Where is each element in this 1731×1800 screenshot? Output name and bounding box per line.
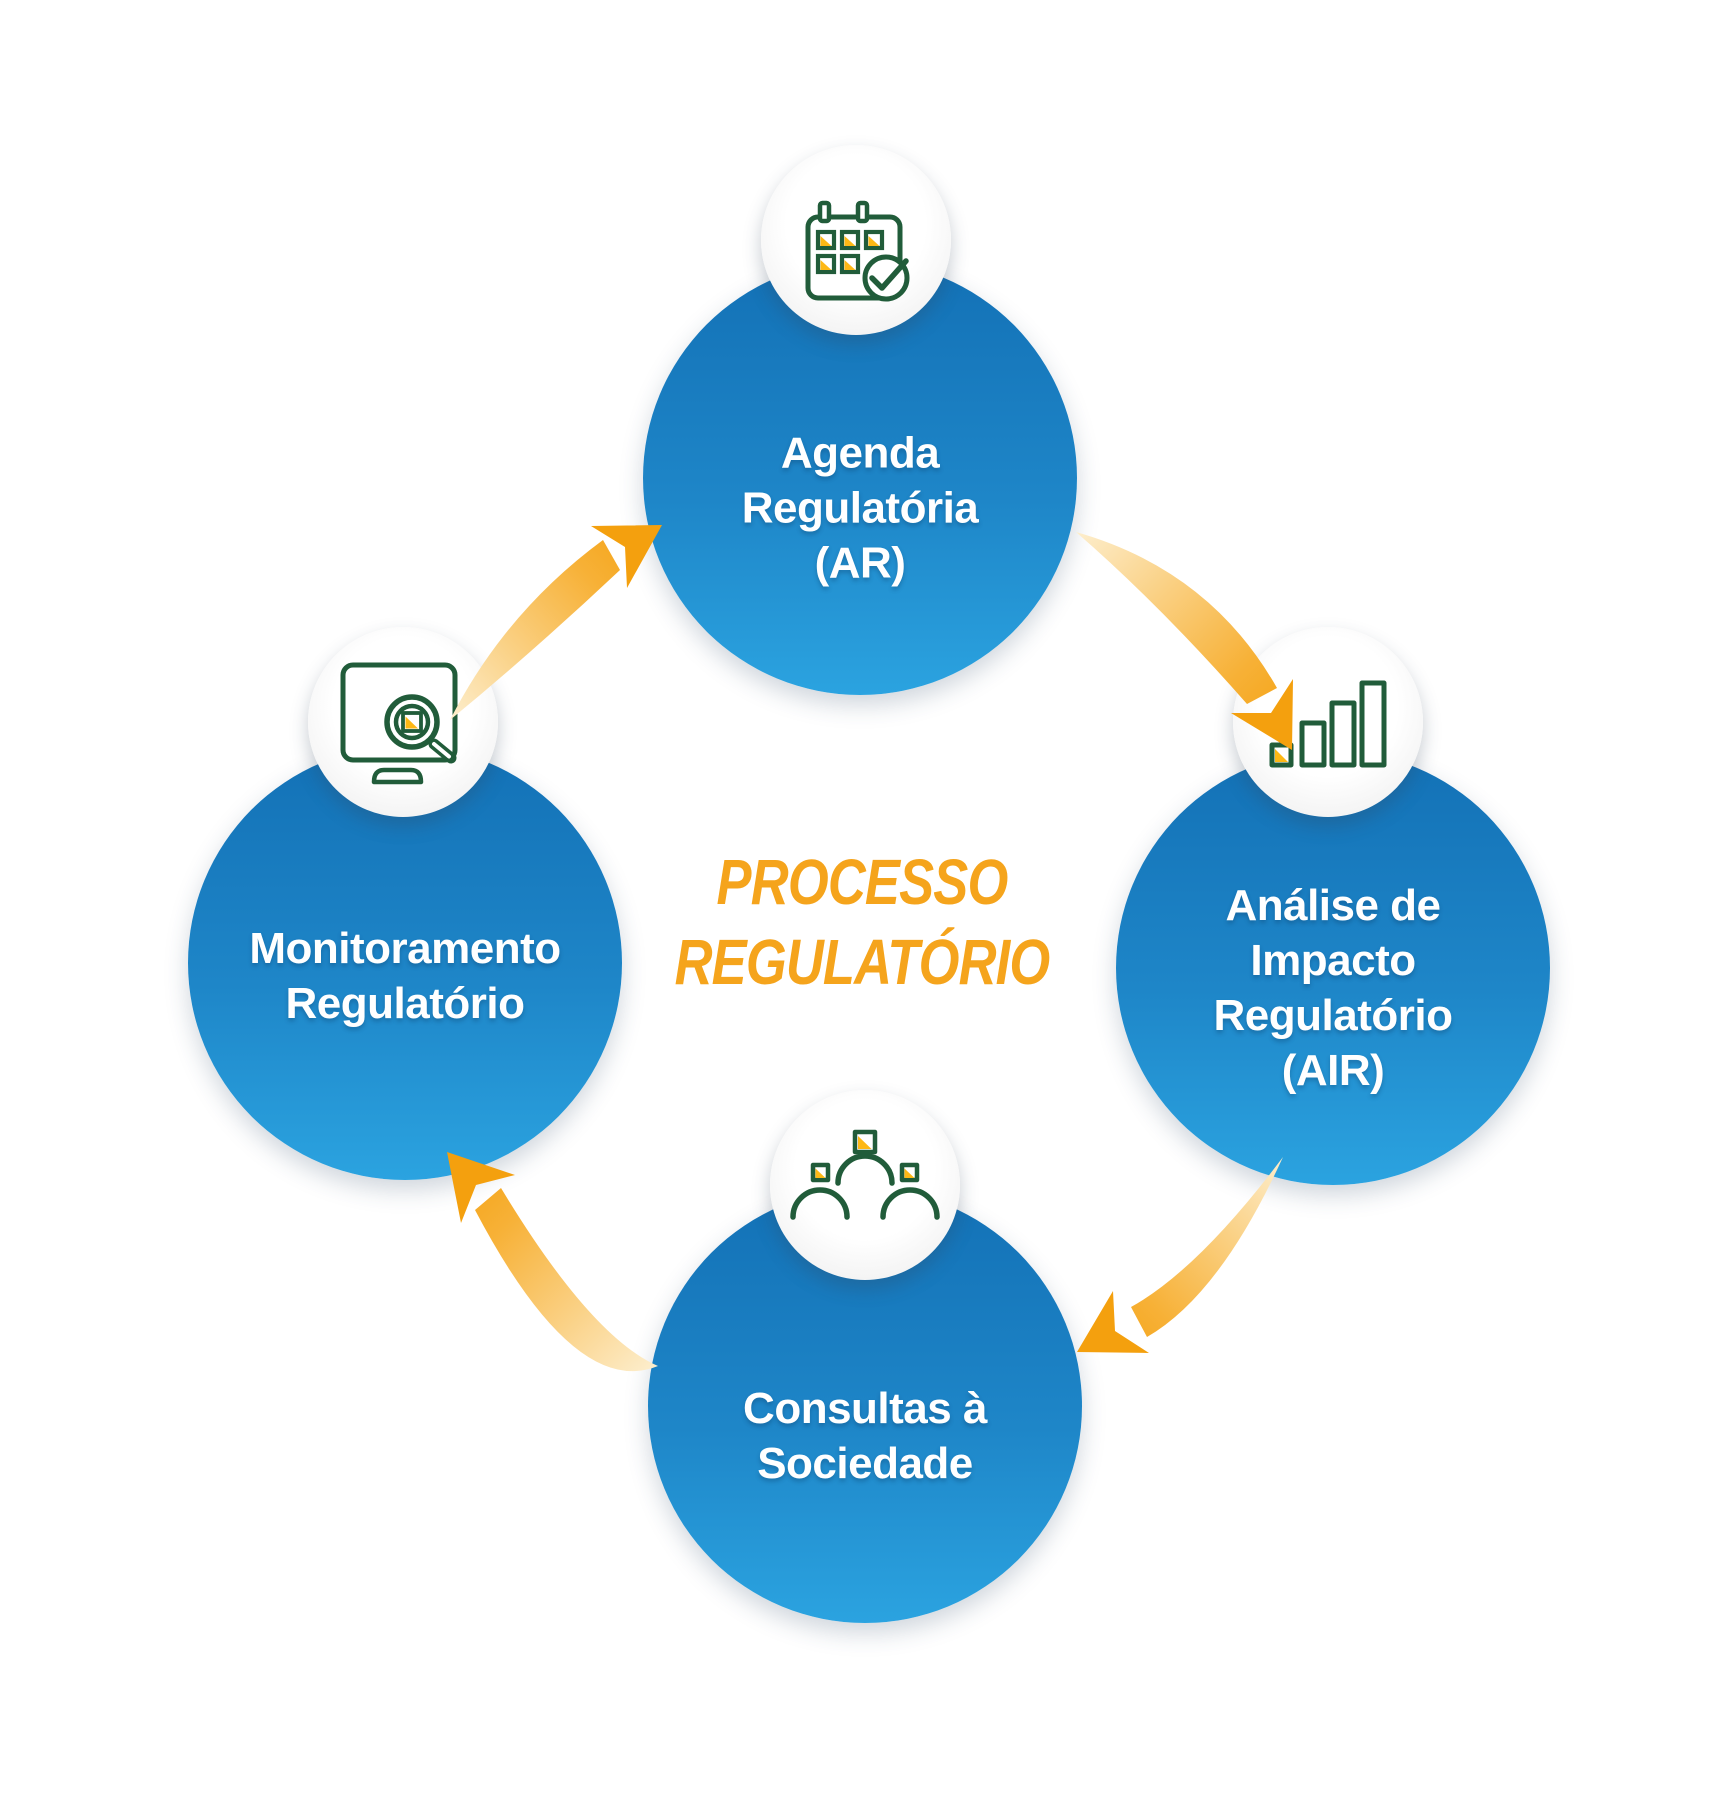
consultas-label: Consultas à Sociedade — [743, 1381, 987, 1491]
diagram-title-line2: REGULATÓRIO — [674, 926, 1051, 998]
analise-label: Análise de Impacto Regulatório (AIR) — [1214, 878, 1453, 1098]
node-monitoramento — [188, 746, 622, 1180]
analise-badge — [1233, 627, 1423, 817]
diagram-title-line1: PROCESSO — [716, 846, 1009, 918]
analise-label-line: (AIR) — [1281, 1046, 1385, 1095]
consultas-label-line: Consultas à — [743, 1384, 987, 1433]
analise-label-line: Análise de — [1225, 881, 1441, 930]
calendar-check-icon — [805, 200, 910, 302]
monitoramento-badge — [308, 627, 498, 817]
agenda-label-line: Regulatória — [741, 483, 979, 533]
arrow-consultas-to-monitoramento — [447, 1152, 658, 1372]
agenda-label: Agenda Regulatória (AR) — [742, 426, 979, 591]
agenda-label-line: (AR) — [814, 538, 906, 588]
consultas-label-line: Sociedade — [757, 1439, 973, 1488]
arrow-analise-to-consultas — [1077, 1157, 1283, 1353]
analise-label-line: Impacto — [1250, 936, 1416, 985]
people-icon — [790, 1129, 940, 1220]
bar-chart-icon — [1269, 680, 1387, 768]
monitoramento-label: Monitoramento Regulatório — [249, 921, 561, 1031]
monitoramento-label-line: Regulatório — [285, 979, 525, 1028]
consultas-badge — [770, 1090, 960, 1280]
monitoramento-label-line: Monitoramento — [249, 924, 561, 973]
monitor-search-icon — [340, 662, 458, 785]
node-analise-impacto — [1116, 751, 1550, 1185]
agenda-label-line: Agenda — [780, 428, 940, 478]
analise-label-line: Regulatório — [1213, 991, 1453, 1040]
agenda-badge — [761, 145, 951, 335]
diagram-title: PROCESSO REGULATÓRIO — [674, 842, 1051, 1002]
